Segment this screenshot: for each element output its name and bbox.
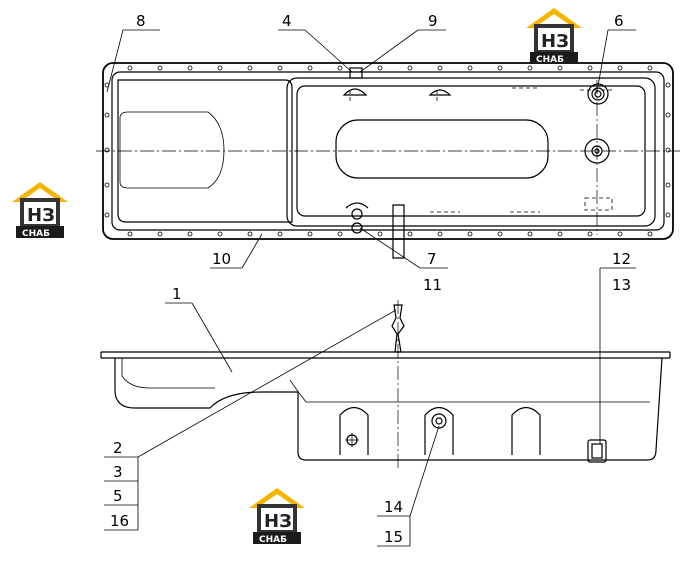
- logo-main-text: НЗ: [264, 511, 292, 532]
- callout-8: 8: [136, 12, 146, 30]
- logo-sub-text: СНАБ: [22, 229, 50, 239]
- callout-10: 10: [212, 250, 231, 268]
- callout-13: 13: [612, 276, 631, 294]
- top-view: [96, 62, 680, 259]
- flange-bolt-holes: [104, 65, 671, 237]
- logo-watermark-bottom: НЗ СНАБ: [249, 488, 305, 545]
- logo-sub-text: СНАБ: [536, 55, 564, 65]
- side-view: [100, 300, 671, 470]
- callout-14: 14: [384, 498, 403, 516]
- callout-6: 6: [614, 12, 624, 30]
- callout-12: 12: [612, 250, 631, 268]
- logo-main-text: НЗ: [541, 31, 569, 52]
- callout-5: 5: [113, 487, 123, 505]
- callout-labels: 1 2 3 4 5 6 7 8 9 10 11 12 13 14 15 16: [110, 12, 631, 546]
- logo-sub-text: СНАБ: [259, 535, 287, 545]
- callout-3: 3: [113, 463, 123, 481]
- logo-watermark-left: НЗ СНАБ: [12, 182, 68, 239]
- callout-1: 1: [172, 285, 182, 303]
- callout-16: 16: [110, 512, 129, 530]
- callout-11: 11: [423, 276, 442, 294]
- logo-watermark-top: НЗ СНАБ: [526, 8, 582, 65]
- callout-2: 2: [113, 439, 123, 457]
- callout-15: 15: [384, 528, 403, 546]
- callout-4: 4: [282, 12, 292, 30]
- logo-main-text: НЗ: [27, 205, 55, 226]
- callout-leaders: [104, 29, 636, 547]
- logo-roof: [526, 8, 582, 28]
- callout-7: 7: [427, 250, 437, 268]
- callout-9: 9: [428, 12, 438, 30]
